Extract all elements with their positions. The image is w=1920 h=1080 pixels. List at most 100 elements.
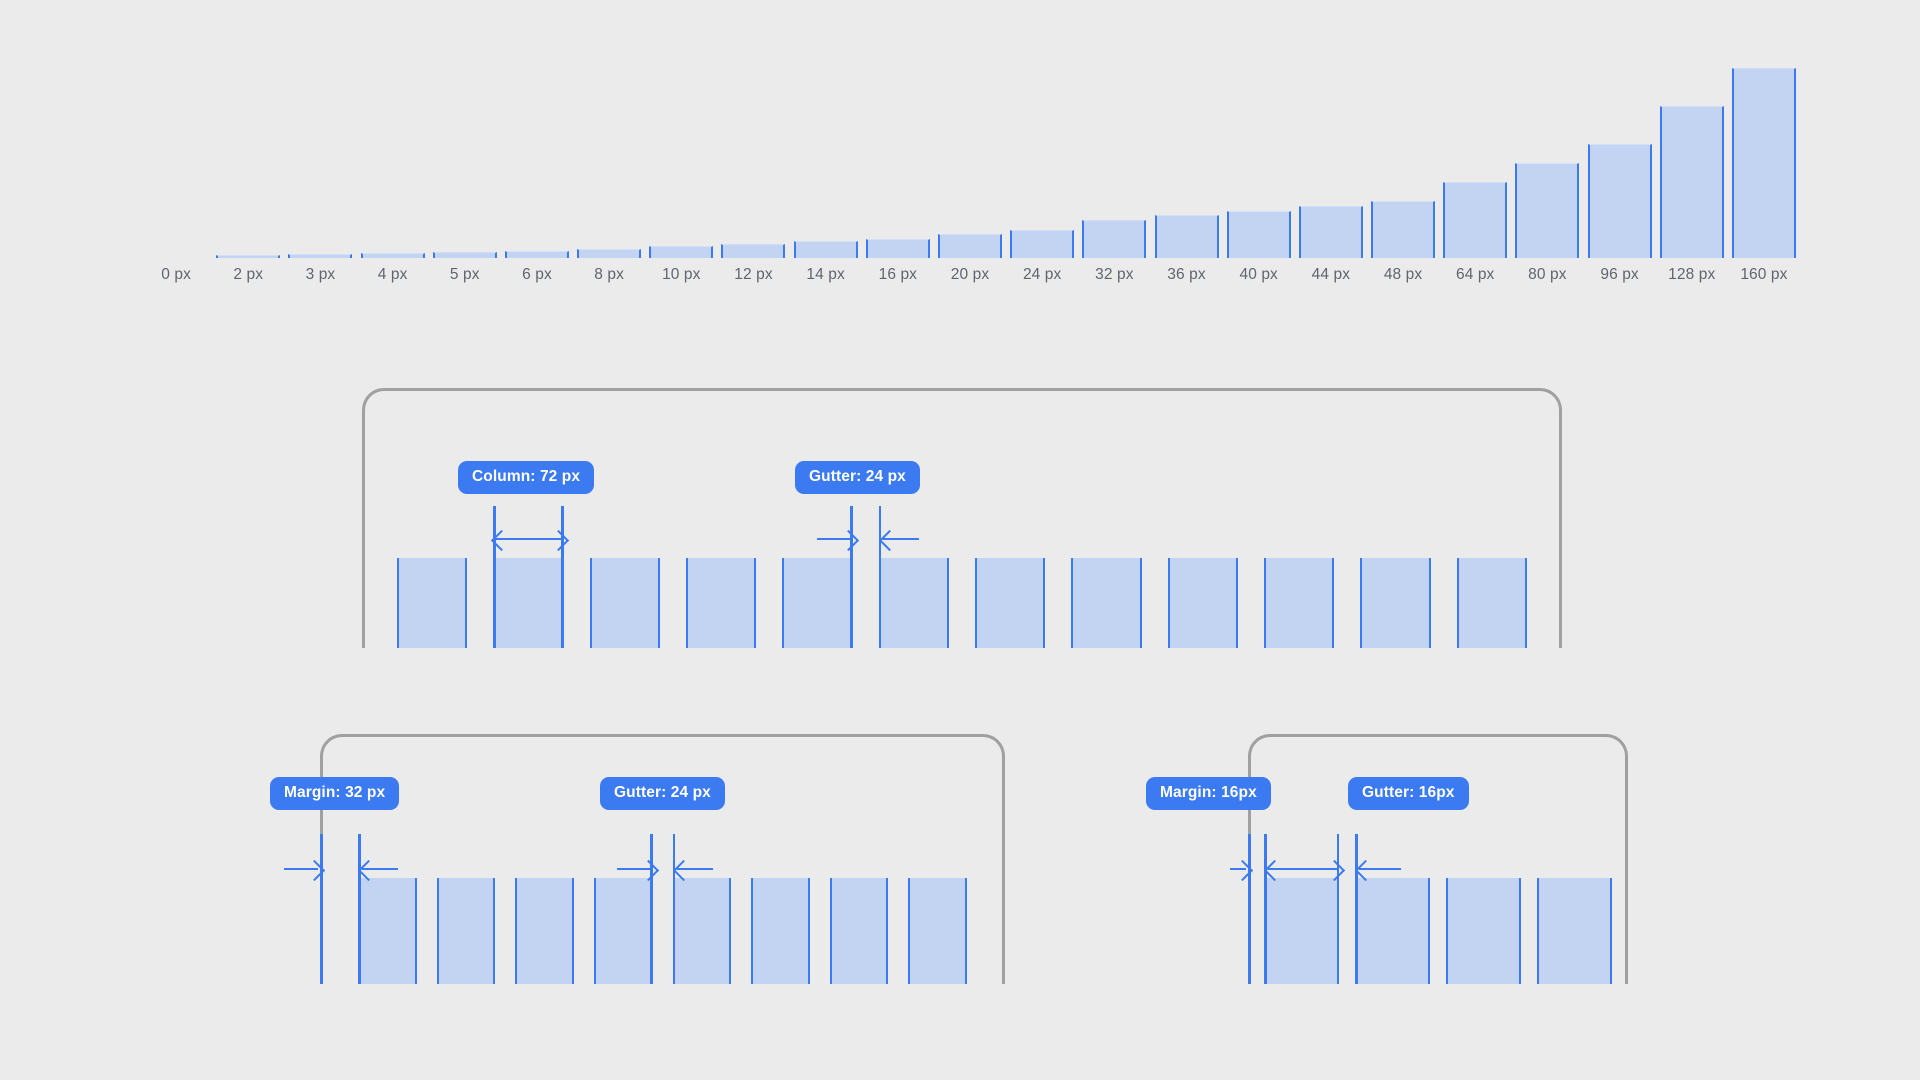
spacing-scale-bar (1587, 144, 1652, 258)
spacing-scale-item (1659, 68, 1724, 258)
spacing-scale-item (1226, 68, 1291, 258)
grid-column (436, 878, 496, 984)
measure-arrow-head (837, 529, 859, 551)
grid-column (1071, 558, 1142, 648)
spacing-scale-label: 80 px (1528, 266, 1567, 283)
tablet-grid-columns (270, 734, 1030, 984)
grid-column (829, 878, 889, 984)
spacing-scale-item (1731, 68, 1796, 258)
measure-guide-line (650, 834, 653, 984)
measure-guide-line (1248, 834, 1251, 984)
margin-badge: Margin: 16px (1146, 777, 1271, 810)
spacing-scale-bar (865, 239, 930, 258)
measure-guide-line (1336, 834, 1339, 984)
margin-badge: Margin: 32 px (270, 777, 400, 810)
spacing-scale-bar (1298, 205, 1363, 258)
grid-column (1355, 878, 1430, 984)
measure-arrow-line (882, 538, 919, 540)
spacing-scale-bar (360, 253, 425, 258)
spacing-scale-item (1443, 68, 1508, 258)
spacing-scale-item (793, 68, 858, 258)
spacing-scale-label: 10 px (662, 266, 701, 283)
measure-arrow-line (495, 538, 562, 540)
grid-column (493, 558, 564, 648)
spacing-scale-bar (432, 252, 497, 258)
spacing-scale-label: 3 px (305, 266, 336, 283)
grid-column (1537, 878, 1612, 984)
spacing-scale-bar (1010, 229, 1075, 258)
spacing-scale-label: 20 px (950, 266, 990, 283)
grid-column (589, 558, 660, 648)
spacing-scale-item (721, 68, 786, 258)
spacing-scale-bar (1154, 215, 1219, 258)
spacing-scale-item (1010, 68, 1075, 258)
measure-guide-line (1264, 834, 1267, 984)
mobile-grid-columns (1230, 734, 1650, 984)
gutter-badge: Gutter: 24 px (795, 461, 920, 494)
spacing-scale-label: 5 px (449, 266, 480, 283)
grid-column (1446, 878, 1521, 984)
spacing-scale-label: 16 px (878, 266, 918, 283)
measure-arrow-head (547, 529, 569, 551)
spacing-scale-bar (1371, 201, 1436, 258)
spacing-scale-label: 44 px (1311, 266, 1351, 283)
measure-arrow-line (362, 868, 398, 870)
spacing-scale-bar (1731, 68, 1796, 258)
spacing-scale-bar (216, 255, 281, 258)
measure-arrow-line (1297, 868, 1338, 870)
spacing-scale-label: 48 px (1383, 266, 1423, 283)
spacing-scale-label: 0 px (161, 266, 191, 283)
spacing-scale-item (144, 68, 208, 258)
spacing-scale-label: 14 px (806, 266, 845, 283)
measure-guide-line (850, 506, 853, 648)
grid-column (1456, 558, 1527, 648)
grid-column (672, 878, 732, 984)
grid-column (751, 878, 810, 984)
spacing-scale-item (1082, 68, 1147, 258)
spacing-scale-bar (1515, 163, 1580, 258)
spacing-scale-item (865, 68, 930, 258)
column-badge: Column: 72 px (458, 461, 595, 494)
measure-guide-line (561, 506, 564, 648)
spacing-scale-label: 24 px (1022, 266, 1062, 283)
grid-column (878, 558, 949, 648)
grid-column (1264, 558, 1335, 648)
grid-column (397, 558, 468, 648)
spacing-scale-item (649, 68, 714, 258)
spacing-scale-item (1515, 68, 1580, 258)
measure-arrow-line (1268, 868, 1310, 870)
spacing-scale-label: 128 px (1668, 266, 1716, 283)
measure-arrow-line (816, 538, 852, 540)
spacing-scale-label: 64 px (1455, 266, 1495, 283)
grid-column (975, 558, 1046, 648)
grid-column (1360, 558, 1431, 648)
measure-arrow-line (616, 868, 652, 870)
spacing-scale-bar (938, 234, 1002, 258)
spacing-scale-label: 32 px (1095, 266, 1134, 283)
desktop-grid-frame (362, 388, 1562, 648)
measure-guide-line (493, 506, 496, 648)
measure-guide-line (672, 834, 675, 984)
spacing-scale-bar (649, 246, 714, 258)
spacing-scale-bar (721, 243, 786, 258)
spacing-scale-bar (577, 248, 642, 258)
spacing-scale-item (432, 68, 497, 258)
measure-guide-line (1355, 834, 1358, 984)
measure-guide-line (878, 506, 882, 648)
measure-arrow-head (878, 529, 900, 551)
spacing-scale-item (216, 68, 281, 258)
measure-guide-line (320, 834, 323, 984)
spacing-scale-bar (504, 250, 569, 258)
spacing-scale-label: 40 px (1239, 266, 1278, 283)
grid-column (358, 878, 417, 984)
spacing-scale-bar (1226, 210, 1291, 258)
spacing-scale-bar (288, 254, 353, 258)
grid-column (515, 878, 574, 984)
spacing-scale-item (1371, 68, 1436, 258)
spacing-scale-item (1154, 68, 1219, 258)
spacing-scale-label: 8 px (594, 266, 624, 283)
spacing-scale-item (288, 68, 353, 258)
